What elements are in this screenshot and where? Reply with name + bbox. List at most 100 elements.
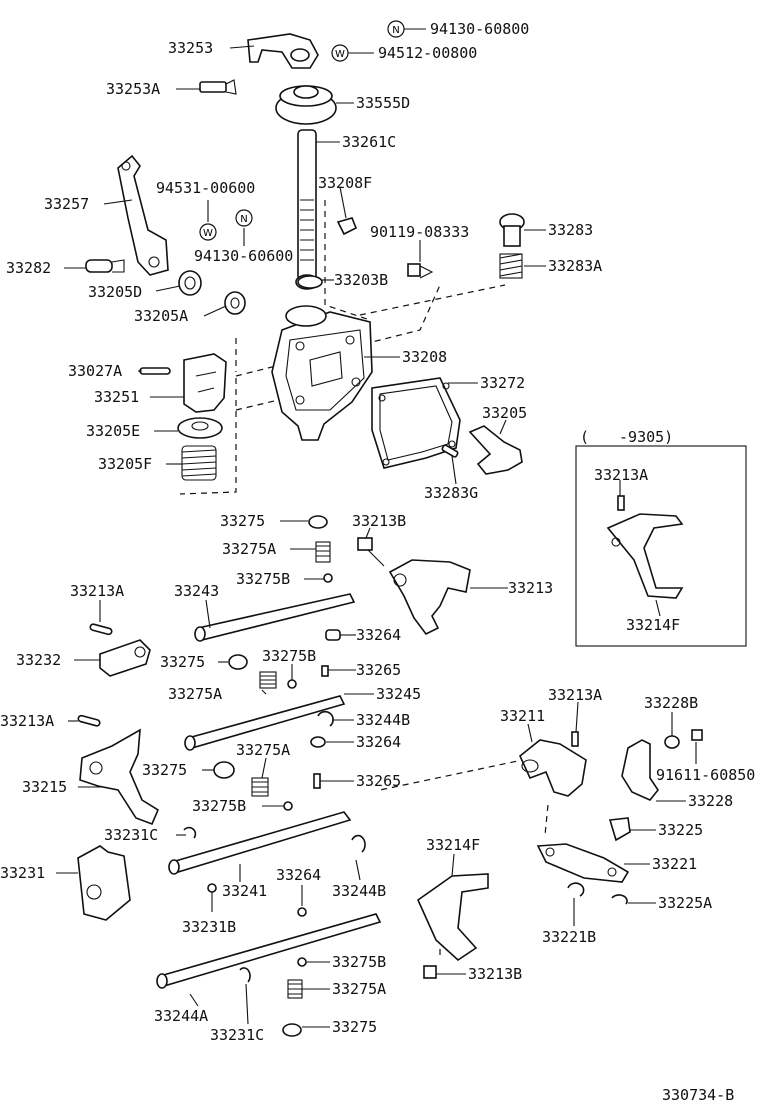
part-number-label: 33232	[16, 651, 61, 669]
circle-w-icon: W	[199, 223, 217, 241]
part-number-label: 33208F	[318, 174, 372, 192]
part-number-label: 33213A	[594, 466, 648, 484]
part-number-label: 33275	[160, 653, 205, 671]
interlock-pin-part	[310, 736, 326, 748]
detent-spring-part	[287, 979, 303, 999]
part-number-label: 33205D	[88, 283, 142, 301]
part-number-label: 33213B	[352, 512, 406, 530]
detent-ball-part	[297, 907, 307, 917]
detent-ball-part	[323, 573, 333, 583]
shift-shaft-middle-part	[184, 695, 346, 751]
part-number-label: 33213	[508, 579, 553, 597]
part-number-label: 94130-60600	[194, 247, 293, 265]
part-number-label: 33203B	[334, 271, 388, 289]
shift-head-lower-part	[77, 845, 131, 921]
pivot-part	[608, 817, 631, 842]
shift-shaft-lower-part	[168, 811, 352, 875]
part-number-label: 33205	[482, 404, 527, 422]
part-number-label: 94512-00800	[378, 44, 477, 62]
part-number-label: 33211	[500, 707, 545, 725]
shift-shaft-part	[295, 129, 319, 290]
detent-ball-part	[287, 679, 297, 689]
part-number-label: 33214F	[626, 616, 680, 634]
clip-part	[611, 894, 628, 905]
bolt-head-part	[691, 729, 703, 741]
circle-n-icon: N	[235, 209, 253, 227]
part-number-label: 33275A	[168, 685, 222, 703]
snap-ring-part	[351, 834, 366, 853]
gasket-part	[371, 377, 461, 469]
small-bolt-part	[407, 263, 434, 279]
variant-box	[575, 445, 747, 647]
circle-w-icon: W	[331, 44, 349, 62]
reverse-fork-part	[79, 728, 160, 826]
detent-spring-part	[259, 671, 277, 689]
part-number-label: 33231	[0, 864, 45, 882]
part-number-label: 33275B	[262, 647, 316, 665]
svg-text:W: W	[335, 49, 345, 60]
assembly-line-shaft	[324, 200, 371, 321]
interlock-pin-part	[321, 665, 329, 677]
part-number-label: 33275	[142, 761, 187, 779]
bolt-part	[199, 79, 237, 95]
detent-spring-part	[251, 777, 269, 797]
part-number-label: 33264	[356, 626, 401, 644]
pin-part	[85, 259, 125, 273]
cap-part	[664, 735, 680, 749]
svg-text:N: N	[240, 214, 247, 225]
part-number-label: 33225	[658, 821, 703, 839]
svg-text:W: W	[203, 228, 213, 239]
part-number-label: 33241	[222, 882, 267, 900]
thrust-washer-part	[177, 417, 223, 439]
part-number-label: 94531-00600	[156, 179, 255, 197]
assembly-line-lower2	[544, 804, 549, 836]
part-number-label: 33215	[22, 778, 67, 796]
part-number-label: 33283	[548, 221, 593, 239]
diagram-code: 330734-B	[662, 1086, 734, 1104]
interlock-pin-part	[325, 629, 341, 641]
shift-shaft-upper-part	[194, 593, 356, 642]
control-lever-part	[247, 33, 319, 69]
fork-bolt-part	[423, 965, 437, 979]
part-number-label: 33555D	[356, 94, 410, 112]
detent-ball-part	[297, 957, 307, 967]
select-lever-part	[117, 154, 169, 276]
part-number-label: 33275A	[332, 980, 386, 998]
fork-lower-part	[416, 873, 489, 962]
return-spring-part	[181, 445, 217, 481]
detent-ball-part	[283, 801, 293, 811]
part-number-label: 33275	[332, 1018, 377, 1036]
part-number-label: 94130-60800	[430, 20, 529, 38]
spring-pin-part	[139, 367, 171, 375]
part-number-label: 33275A	[236, 741, 290, 759]
plug-part	[213, 761, 235, 779]
part-number-label: 33244B	[332, 882, 386, 900]
part-number-label: 33225A	[658, 894, 712, 912]
part-number-label: 33265	[356, 772, 401, 790]
part-number-label: 33264	[356, 733, 401, 751]
part-number-label: 33221	[652, 855, 697, 873]
assembly-line-top	[235, 284, 441, 377]
roll-pin-part	[77, 714, 101, 727]
part-number-label: 33253A	[106, 80, 160, 98]
part-number-label: 33208	[402, 348, 447, 366]
part-number-label: 33231C	[104, 826, 158, 844]
part-number-label: 33264	[276, 866, 321, 884]
part-number-label: 33245	[376, 685, 421, 703]
selector-arm-part	[519, 739, 587, 797]
part-number-label: 33205A	[134, 307, 188, 325]
part-number-label: 33243	[174, 582, 219, 600]
shift-head-part	[99, 639, 151, 677]
locating-pin-part	[441, 444, 459, 458]
part-number-label: 33213A	[0, 712, 54, 730]
roll-pin-part	[571, 731, 579, 747]
part-number-label: 33231B	[182, 918, 236, 936]
period-note: ( -9305)	[580, 428, 673, 446]
part-number-label: 33228	[688, 792, 733, 810]
roll-pin-part	[89, 623, 113, 636]
shift-block-part	[183, 353, 227, 413]
part-number-label: 91611-60850	[656, 766, 755, 784]
part-number-label: 33257	[44, 195, 89, 213]
